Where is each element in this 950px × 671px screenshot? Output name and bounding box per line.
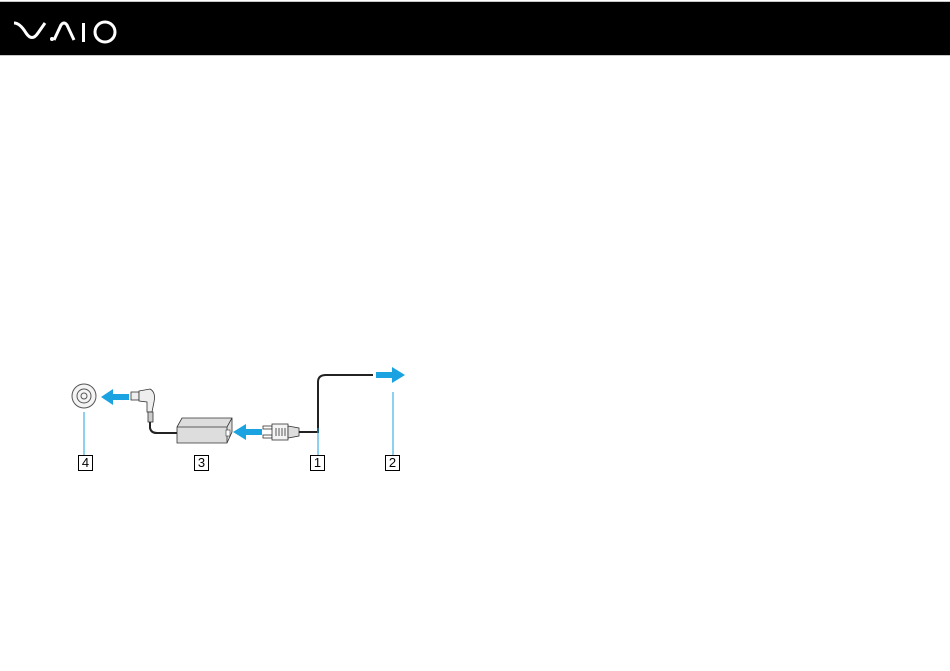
- ac-adapter-icon: [176, 417, 233, 444]
- dc-in-port-icon: [71, 383, 97, 409]
- callout-2: 2: [385, 455, 400, 471]
- page-header: [0, 1, 950, 56]
- arrow-left-icon: [233, 424, 262, 440]
- arrow-left-icon: [101, 389, 129, 405]
- vaio-logo: [13, 20, 117, 44]
- callout-3: 3: [194, 455, 209, 471]
- dc-plug-icon: [130, 388, 178, 434]
- arrow-right-icon: [376, 367, 405, 383]
- callout-4: 4: [78, 455, 93, 471]
- callout-leaders: [83, 392, 394, 455]
- callout-1: 1: [310, 455, 325, 471]
- power-cord-plug-icon: [262, 374, 373, 441]
